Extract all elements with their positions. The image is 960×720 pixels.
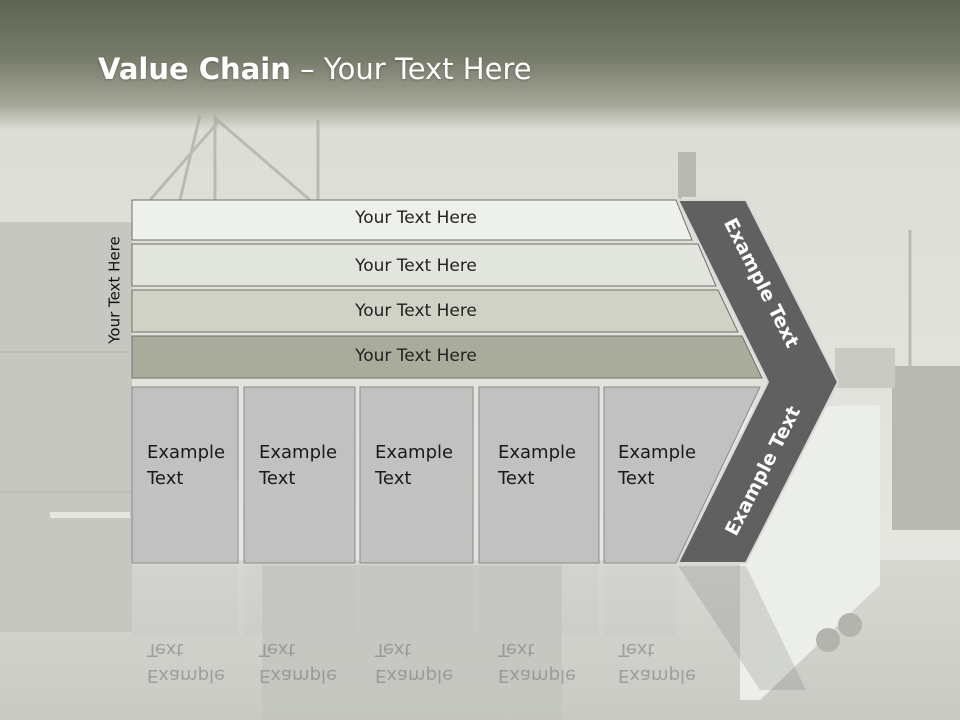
box-1-reflect-line1: Example xyxy=(147,665,226,686)
chevron-arrow[interactable] xyxy=(676,199,840,564)
box-4-line1: Example xyxy=(498,442,577,463)
box-3-line2: Text xyxy=(375,468,412,489)
box-3-reflection: Example Text xyxy=(375,636,453,688)
box-4-reflection: Example Text xyxy=(498,636,576,688)
box-2-reflect-line1: Example xyxy=(259,665,338,686)
box-3-line1: Example xyxy=(375,442,454,463)
box-2[interactable] xyxy=(243,386,356,564)
bar-4-label: Your Text Here xyxy=(355,346,477,366)
box-2-reflect-line2: Text xyxy=(259,639,296,660)
title-rest: – Your Text Here xyxy=(290,52,532,86)
bar-2-label: Your Text Here xyxy=(355,256,477,276)
box-3[interactable] xyxy=(359,386,474,564)
box-5-reflection: Example Text xyxy=(618,636,696,688)
box-5-line2: Text xyxy=(618,468,655,489)
box-1-line2: Text xyxy=(147,468,184,489)
box-2-line2: Text xyxy=(259,468,296,489)
bar-2[interactable] xyxy=(131,243,717,287)
box-1-line1: Example xyxy=(147,442,226,463)
bar-3[interactable] xyxy=(131,289,739,333)
bar-1-label: Your Text Here xyxy=(355,208,477,228)
box-1-reflect-line2: Text xyxy=(147,639,184,660)
header-band xyxy=(0,0,960,130)
box-3-reflect-line1: Example xyxy=(375,665,454,686)
box-1[interactable] xyxy=(131,386,239,564)
box-5-reflect-line1: Example xyxy=(618,665,697,686)
bar-3-label: Your Text Here xyxy=(355,301,477,321)
box-3-reflect-line2: Text xyxy=(375,639,412,660)
title-bold: Value Chain xyxy=(98,52,291,86)
slide-title: Value Chain – Your Text Here xyxy=(98,52,532,96)
bar-1[interactable] xyxy=(131,199,693,241)
box-5-line1: Example xyxy=(618,442,697,463)
bar-4[interactable] xyxy=(131,335,763,379)
box-5[interactable] xyxy=(603,386,761,564)
box-2-line1: Example xyxy=(259,442,338,463)
box-4[interactable] xyxy=(478,386,600,564)
box-2-reflection: Example Text xyxy=(259,636,337,688)
box-5-reflect-line2: Text xyxy=(618,639,655,660)
box-4-reflect-line2: Text xyxy=(498,639,535,660)
box-4-reflect-line1: Example xyxy=(498,665,577,686)
box-4-line2: Text xyxy=(498,468,535,489)
box-1-reflection: Example Text xyxy=(147,636,225,688)
